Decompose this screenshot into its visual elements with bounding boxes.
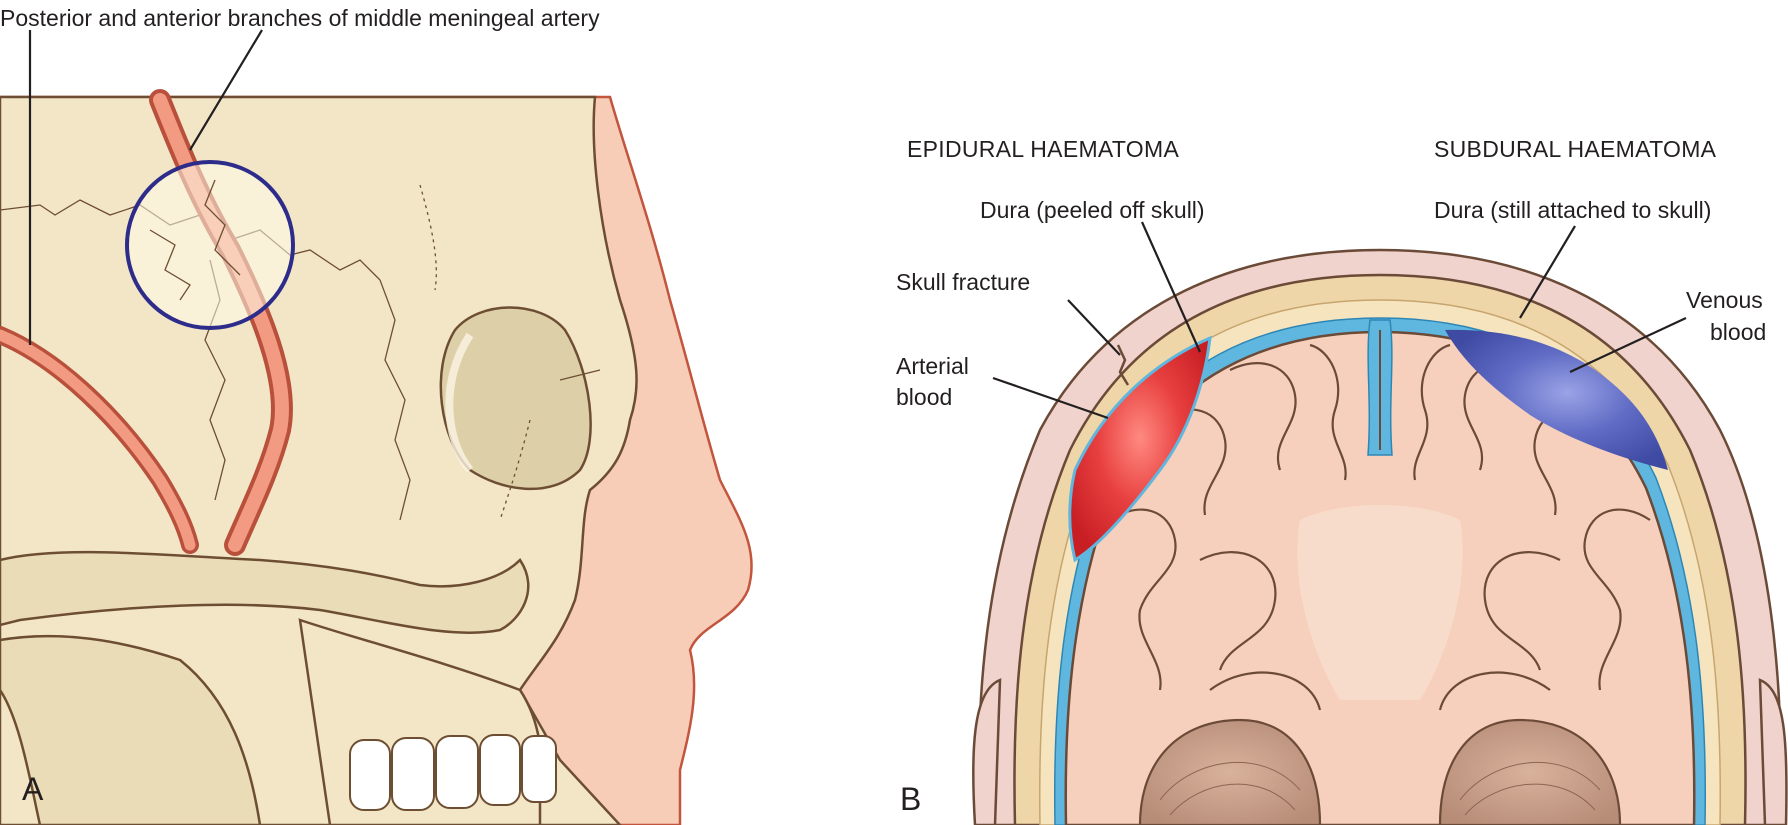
venous-blood-label-2: blood xyxy=(1710,319,1766,345)
subdural-haematoma xyxy=(1445,329,1668,470)
central-white-matter xyxy=(1297,505,1463,700)
panel-a-illustration xyxy=(0,29,753,825)
arterial-blood-label-1: Arterial xyxy=(896,353,969,379)
zygomatic-arch xyxy=(0,550,530,634)
panel-a-letter: A xyxy=(22,771,44,807)
fracture-site-circle xyxy=(125,160,295,330)
orbit xyxy=(439,306,592,491)
leader-dura-peeled xyxy=(1140,221,1202,353)
dura-attached-label: Dura (still attached to skull) xyxy=(1434,197,1711,223)
leader-anterior-branch xyxy=(189,29,263,151)
leader-arterial-blood xyxy=(992,376,1109,420)
leader-venous-blood xyxy=(1569,317,1687,373)
subdural-heading: SUBDURAL HAEMATOMA xyxy=(1434,136,1717,162)
leader-skull-fracture xyxy=(1067,299,1121,356)
epidural-haematoma xyxy=(1068,335,1212,563)
dura-peeled-label: Dura (peeled off skull) xyxy=(980,197,1205,223)
right-ear xyxy=(1758,678,1788,825)
skull-fracture xyxy=(1116,344,1130,386)
teeth xyxy=(349,734,557,811)
panel-b-letter: B xyxy=(900,781,921,817)
venous-blood-label-1: Venous xyxy=(1686,287,1763,313)
epidural-heading: EPIDURAL HAEMATOMA xyxy=(907,136,1179,162)
panel-a-label: Posterior and anterior branches of middl… xyxy=(0,5,600,31)
skull-fracture-label: Skull fracture xyxy=(896,269,1030,295)
arterial-blood-label-2: blood xyxy=(896,384,952,410)
left-ear xyxy=(972,678,1002,825)
cerebellum-left xyxy=(1138,718,1322,825)
panel-b-illustration xyxy=(972,221,1788,825)
mandible xyxy=(0,634,262,825)
leader-dura-attached xyxy=(1519,225,1576,319)
